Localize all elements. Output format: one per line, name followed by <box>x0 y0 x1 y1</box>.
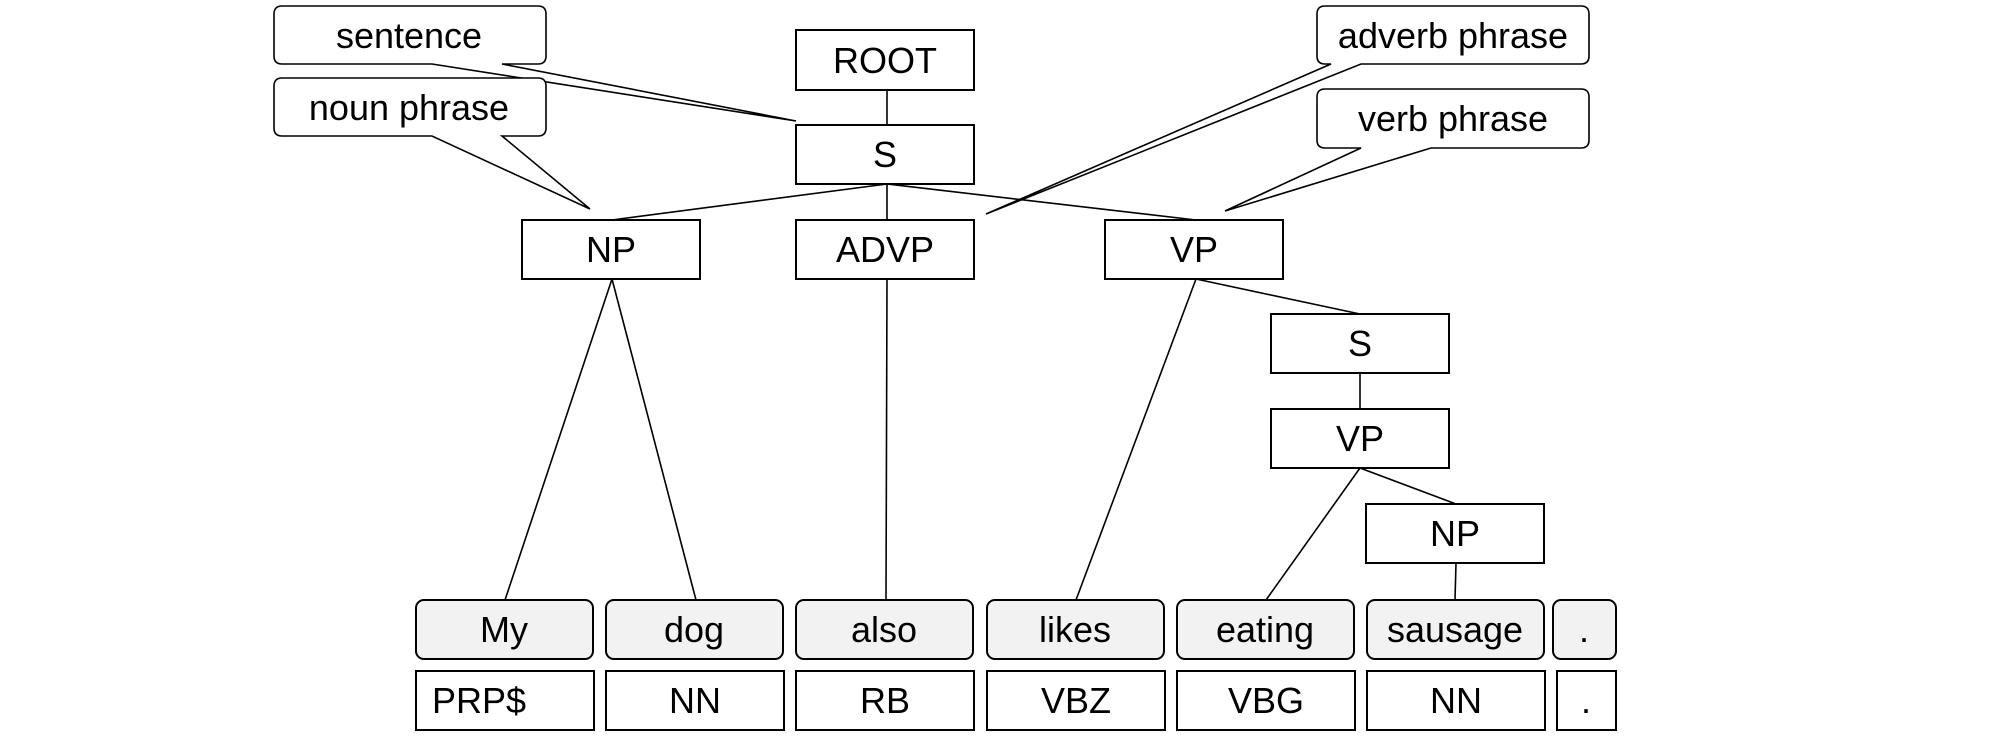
tag-vbg: VBG <box>1176 670 1356 731</box>
word-my-label: My <box>480 609 528 650</box>
tag-vbz: VBZ <box>986 670 1166 731</box>
node-s-top-label: S <box>873 134 897 175</box>
word-likes-label: likes <box>1039 609 1111 650</box>
edge-np-dog <box>611 278 697 601</box>
edge-vp-np-object <box>1359 467 1457 505</box>
node-root-label: ROOT <box>833 40 937 81</box>
node-np-object-label: NP <box>1430 513 1480 554</box>
node-vp-main: VP <box>1104 219 1284 280</box>
edge-s-np <box>611 183 888 221</box>
node-advp-label: ADVP <box>836 229 934 270</box>
node-s-top: S <box>795 124 975 185</box>
node-s-inner-label: S <box>1348 323 1372 364</box>
tag-nn-dog-label: NN <box>669 680 721 721</box>
callout-sentence-label: sentence <box>336 15 482 56</box>
node-vp-main-label: VP <box>1170 229 1218 270</box>
node-vp-inner: VP <box>1270 408 1450 469</box>
word-also: also <box>795 599 974 660</box>
tag-rb-label: RB <box>860 680 910 721</box>
tag-period-label: . <box>1581 680 1591 721</box>
tag-prps: PRP$ <box>415 670 595 731</box>
callout-adverb-phrase-label: adverb phrase <box>1338 15 1568 56</box>
edge-np-sausage <box>1454 562 1457 601</box>
callout-adverb-phrase: adverb phrase <box>985 5 1590 215</box>
tag-vbz-label: VBZ <box>1041 680 1111 721</box>
tag-period: . <box>1556 670 1617 731</box>
callout-sentence: sentence <box>273 5 797 122</box>
tag-nn-sausage: NN <box>1366 670 1546 731</box>
node-s-inner: S <box>1270 313 1450 374</box>
node-np-object: NP <box>1365 503 1545 564</box>
word-likes: likes <box>986 599 1165 660</box>
word-period-label: . <box>1579 609 1589 650</box>
callout-noun-phrase: noun phrase <box>273 77 591 210</box>
edge-advp-also <box>885 278 888 601</box>
tree-edges <box>504 90 1457 601</box>
tag-prps-label: PRP$ <box>432 680 526 721</box>
word-sausage: sausage <box>1366 599 1545 660</box>
word-period: . <box>1552 599 1617 660</box>
node-np-subject-label: NP <box>586 229 636 270</box>
edge-vp-eating <box>1265 467 1361 601</box>
word-sausage-label: sausage <box>1387 609 1523 650</box>
edge-vp-s <box>1195 278 1361 315</box>
tag-rb: RB <box>795 670 975 731</box>
tag-nn-sausage-label: NN <box>1430 680 1482 721</box>
word-eating-label: eating <box>1216 609 1314 650</box>
node-advp: ADVP <box>795 219 975 280</box>
node-np-subject: NP <box>521 219 701 280</box>
callout-verb-phrase-label: verb phrase <box>1358 98 1548 139</box>
node-root: ROOT <box>795 29 975 91</box>
callout-noun-phrase-label: noun phrase <box>309 87 509 128</box>
node-vp-inner-label: VP <box>1336 418 1384 459</box>
edge-vp-likes <box>1075 278 1197 601</box>
tag-nn-dog: NN <box>605 670 785 731</box>
word-dog: dog <box>605 599 784 660</box>
word-eating: eating <box>1176 599 1355 660</box>
word-also-label: also <box>851 609 917 650</box>
tag-vbg-label: VBG <box>1228 680 1304 721</box>
edge-np-my <box>504 278 613 601</box>
word-my: My <box>415 599 594 660</box>
edge-s-vp <box>886 183 1197 221</box>
word-dog-label: dog <box>664 609 724 650</box>
callout-verb-phrase: verb phrase <box>1224 88 1590 212</box>
